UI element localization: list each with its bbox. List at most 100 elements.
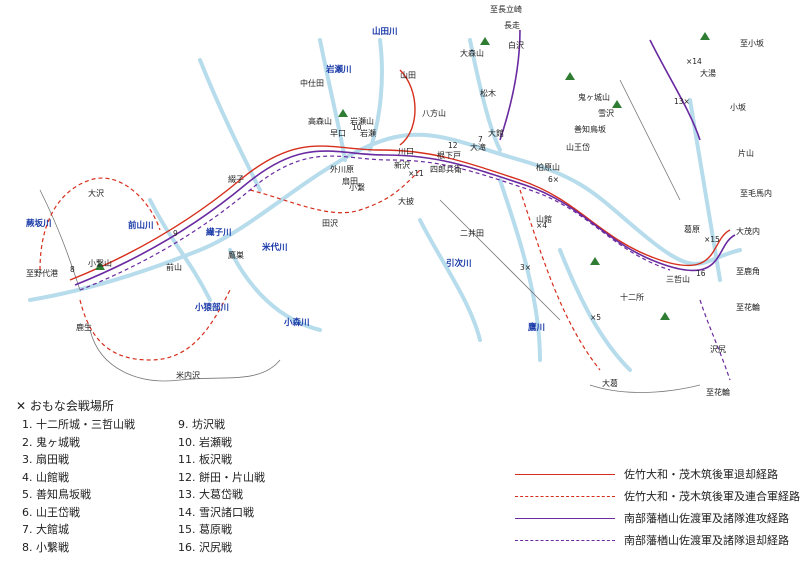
place-label: 大森山	[460, 48, 484, 58]
mountain-icon	[95, 262, 105, 270]
place-label: 鷹巣	[228, 250, 244, 260]
battle-item: 15. 葛原戦	[178, 523, 232, 536]
place-label: 四郎兵衛	[430, 164, 462, 174]
place-label: 片山	[738, 148, 754, 158]
mountain-icon	[565, 72, 575, 80]
battle-marker: 6×	[548, 175, 559, 184]
battle-item: 2. 鬼ヶ城戦	[22, 435, 80, 449]
route-allied-dashed	[39, 169, 601, 371]
place-label: 米内沢	[176, 370, 200, 380]
place-label: 白沢	[508, 40, 524, 50]
river-labels: 山田川 岩瀬川 前山川 蕨坂川 繊子川 米代川 小猿部川 小森川 引次川 鷹川	[26, 26, 545, 333]
place-label: 二井田	[460, 228, 484, 238]
river-label: 山田川	[372, 26, 398, 37]
battle-item: 14. 雪沢諸口戦	[178, 505, 254, 519]
place-label: 大葛	[602, 378, 618, 388]
place-label: 八方山	[422, 108, 446, 118]
battle-marker: ×14	[686, 57, 702, 66]
battle-marker: 7	[478, 135, 483, 144]
battle-marker: 10	[352, 123, 362, 132]
legend-label: 佐竹大和・茂木筑後軍退却経路	[624, 468, 778, 481]
place-label: 大披	[398, 196, 414, 206]
place-label: 松木	[480, 88, 496, 98]
place-label: 田沢	[322, 219, 338, 228]
battle-item: 4. 山館戦	[22, 470, 69, 484]
legend-label: 佐竹大和・茂木筑後軍及連合軍経路	[624, 490, 800, 503]
battle-marker: 3×	[520, 263, 531, 272]
battle-marker: 12	[448, 141, 458, 150]
place-label: 小坂	[730, 102, 746, 112]
river-label: 引次川	[446, 258, 472, 269]
mountain-markers	[95, 32, 710, 320]
place-label: 山王岱	[566, 142, 590, 152]
legend-swatch	[515, 474, 615, 475]
place-label: 至花輪	[736, 302, 760, 312]
battle-markers: 8 9 10 ×11 12 13× ×14 ×15 16 3× ×4 ×5 6×…	[70, 57, 720, 322]
river-label: 小森川	[283, 317, 310, 328]
place-label: 小繋	[349, 182, 365, 192]
battle-marker: ×15	[704, 235, 720, 244]
place-label: 早口	[330, 129, 346, 138]
road-network	[39, 79, 701, 393]
place-label: 葛原	[684, 224, 700, 234]
river-label: 鷹川	[528, 322, 545, 333]
battle-item: 16. 沢尻戦	[178, 540, 232, 554]
place-label: 岩瀬山	[350, 116, 374, 126]
battle-item: 6. 山王岱戦	[22, 505, 80, 519]
river-label: 繊子川	[206, 227, 232, 238]
place-label: 至毛馬内	[740, 188, 772, 198]
river-label: 蕨坂川	[26, 218, 52, 229]
mountain-icon	[660, 312, 670, 320]
mountain-icon	[590, 257, 600, 265]
place-label: 小繋山	[88, 258, 112, 268]
mountain-icon	[700, 32, 710, 40]
place-label: 山館	[536, 214, 552, 224]
place-label: 至野代港	[26, 268, 58, 278]
place-label: 中仕田	[300, 78, 324, 88]
place-label: 外川原	[330, 164, 354, 174]
battle-item: 8. 小繋戦	[22, 540, 69, 554]
battle-item: 9. 坊沢戦	[178, 418, 225, 431]
route-advance-dashed	[79, 155, 731, 381]
river-label: 小猿部川	[194, 302, 229, 313]
battle-item: 3. 扇田戦	[22, 453, 69, 466]
legend-label: 南部藩楢山佐渡軍及諸隊進攻経路	[624, 512, 789, 525]
battle-item: 12. 餅田・片山戦	[178, 470, 265, 484]
route-advance-solid	[74, 29, 736, 286]
place-label: 扇田	[342, 176, 358, 186]
place-label: 根下戸	[437, 150, 461, 160]
place-label: 大館	[488, 128, 504, 138]
legend-label: 南部藩楢山佐渡軍及諸隊退却経路	[624, 534, 789, 547]
place-label: 大滝	[470, 142, 486, 152]
place-label: 山田	[400, 70, 416, 80]
place-label: 善知鳥坂	[574, 124, 606, 134]
place-label: 三哲山	[666, 274, 690, 284]
route-retreat-solid	[69, 69, 731, 281]
place-label: 至花輪	[706, 387, 730, 397]
place-label: 大沢	[88, 188, 104, 198]
battle-marker: ×4	[536, 221, 547, 230]
battle-item: 1. 十二所城・三哲山戦	[22, 418, 135, 431]
mountain-icon	[612, 100, 622, 108]
place-label: 十二所	[620, 292, 644, 302]
battle-item: 10. 岩瀬戦	[178, 435, 232, 449]
place-label: 雪沢	[598, 109, 614, 118]
place-label: 岩瀬	[360, 128, 376, 138]
battle-marker: 16	[696, 269, 706, 278]
place-label: 高森山	[308, 116, 332, 126]
place-label: 川口	[398, 147, 414, 156]
river-label: 岩瀬川	[325, 64, 352, 75]
place-label: 大茂内	[736, 226, 760, 236]
mountain-icon	[480, 37, 490, 45]
place-label: 大湯	[700, 68, 716, 78]
mountain-icon	[338, 109, 348, 117]
river-label: 米代川	[262, 242, 288, 253]
place-label: 沢尻	[710, 345, 726, 354]
place-labels: 至長立崎 長走 大森山 白沢 中仕田 山田 岩瀬山 八方山 松木 高森山 早口 …	[26, 4, 772, 397]
place-label: 前山	[166, 262, 182, 272]
legend-swatch	[515, 496, 615, 497]
battle-marker: 13×	[674, 97, 690, 106]
battle-item: 7. 大館城	[22, 523, 69, 536]
place-label: 新沢	[394, 160, 410, 170]
